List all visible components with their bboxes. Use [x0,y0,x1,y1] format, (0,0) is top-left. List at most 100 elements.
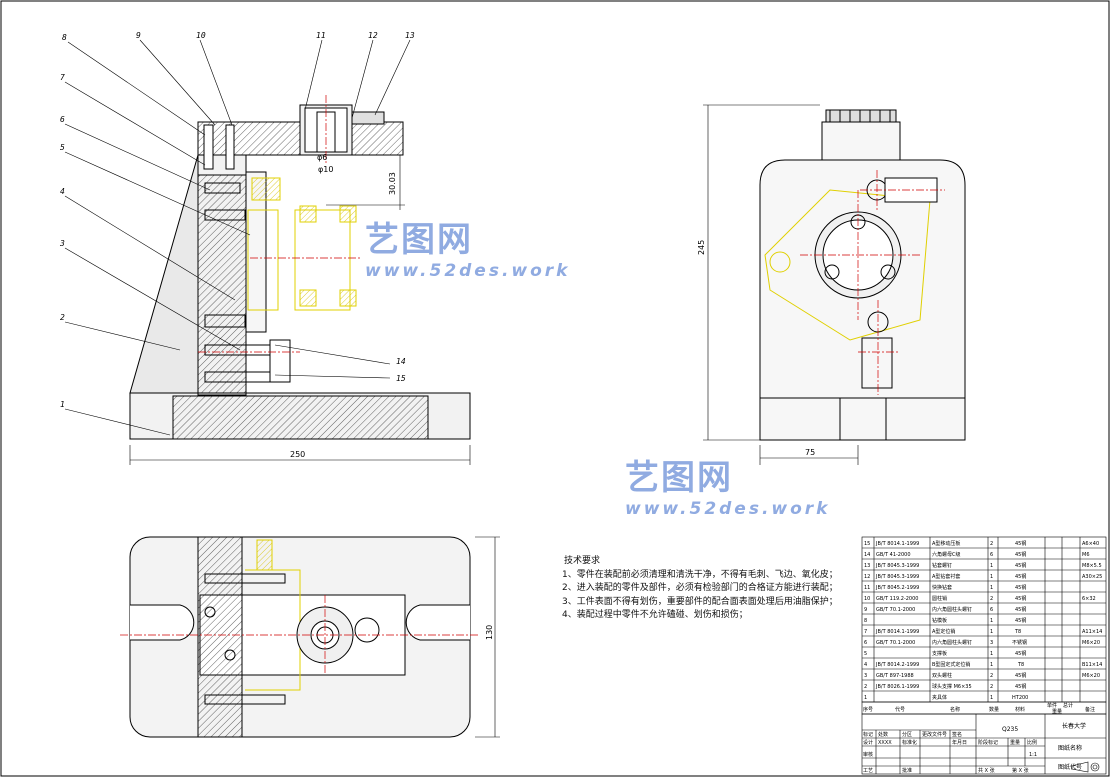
title-mark-label: 标记 [863,731,873,738]
bom-cell: 钻模板 [932,617,947,624]
bom-header-name: 名称 [950,706,960,713]
part-label-2: 2 [60,313,65,322]
title-review-label: 审核 [863,751,873,758]
watermark: 艺图网 www.52des.work [365,212,571,281]
bom-cell: 15 [864,541,870,547]
title-process-label: 工艺 [863,768,873,774]
bom-cell: 内六角圆柱头螺钉 [932,606,972,613]
part-label-8: 8 [62,33,67,42]
part-label-4: 4 [60,187,65,196]
bom-cell: 不锈钢 [1012,639,1027,646]
title-approve-label: 批准 [902,767,912,774]
bom-cell: 1 [864,695,867,701]
bom-cell: A型定位销 [932,628,955,635]
bom-cell: 钻套螺钉 [932,562,952,569]
bom-header-material: 材料 [1015,706,1025,713]
title-scale-label: 比例 [1027,739,1037,746]
bom-cell: M6×20 [1082,640,1100,646]
bom-cell: A11×14 [1082,629,1102,635]
part-label-7: 7 [60,73,65,82]
title-scale: 1:1 [1029,752,1037,758]
bom-cell: GB/T 119.2-2000 [876,596,918,602]
watermark: 艺图网 www.52des.work [625,450,831,519]
part-label-12: 12 [368,31,378,40]
bom-cell: 11 [864,585,870,591]
bom-cell: 5 [864,651,867,657]
bom-cell: 12 [864,574,870,580]
bom-cell: M6×20 [1082,673,1100,679]
note-item: 2、进入装配的零件及部件，必须有检验部门的合格证方能进行装配； [562,583,838,593]
title-school: 长春大学 [1062,722,1086,730]
bom-cell: T8 [1014,629,1021,635]
bom-cell: JB/T 8014.2-1999 [875,662,919,668]
bom-cell: 2 [990,684,993,690]
bom-cell: M8×5.5 [1082,563,1102,569]
title-drawing-name: 图纸名称 [1058,744,1082,752]
bom-cell: 1 [990,662,993,668]
bom-cell: 7 [864,629,867,635]
part-label-9: 9 [136,31,141,40]
bom-header-total: 总计 [1063,702,1073,709]
bom-cell: 内六角圆柱头螺钉 [932,639,972,646]
bom-cell: 45钢 [1015,573,1026,580]
bom-cell: GB/T 41-2000 [876,552,911,558]
title-count-label: 处数 [878,731,888,738]
bom-cell: 14 [864,552,870,558]
bom-cell: 45钢 [1015,551,1026,558]
title-designer-label: 设计 [863,739,873,746]
bom-cell: GB/T 897-1988 [876,673,914,679]
title-sheet-total: 共 X 张 [978,767,995,774]
title-doc-label: 更改文件号 [922,731,947,738]
bom-cell: 45钢 [1015,672,1026,679]
part-label-10: 10 [196,31,206,40]
part-label-5: 5 [60,143,65,152]
bom-cell: M6 [1082,552,1090,558]
bom-cell: 1 [990,695,993,701]
bom-cell: 2 [864,684,867,690]
bom-header-qty: 数量 [989,706,999,713]
part-label-6: 6 [60,115,65,124]
part-label-14: 14 [396,357,406,366]
bom-cell: 10 [864,596,870,602]
bom-cell: GB/T 70.1-2000 [876,640,915,646]
bom-cell: 1 [990,651,993,657]
part-label-15: 15 [396,374,406,383]
bom-cell: 双头螺柱 [932,672,952,679]
bom-cell: A型移动压板 [932,540,960,547]
bom-cell: 1 [990,629,993,635]
bom-cell: 4 [864,662,867,668]
bom-cell: B11×14 [1082,662,1102,668]
projection-symbol-icon [1071,761,1100,773]
bom-header-remark: 备注 [1085,706,1095,713]
bom-cell: 45钢 [1015,683,1026,690]
bom-cell: T8 [1017,662,1024,668]
bom-cell: 13 [864,563,870,569]
dimension-phi: φ6 [317,153,327,162]
bom-cell: A型钻套衬套 [932,573,960,580]
watermark-brand: 艺图网 [625,458,733,498]
dimension-phi-2: φ10 [318,165,333,174]
bom-cell: A30×25 [1082,574,1102,580]
bom-cell: 2 [990,673,993,679]
title-date-label: 年月日 [952,739,967,746]
bom-cell: 1 [990,585,993,591]
bom-cell: 1 [990,618,993,624]
bom-cell: 45钢 [1015,540,1026,547]
bom-cell: 3 [864,673,867,679]
bom-cell: JB/T 8045.3-1999 [875,574,919,580]
part-label-13: 13 [405,31,415,40]
bom-cell: HT200 [1012,695,1028,701]
bom-cell: A6×40 [1082,541,1099,547]
dimension-250: 250 [290,450,305,459]
bom-cell: 2 [990,541,993,547]
